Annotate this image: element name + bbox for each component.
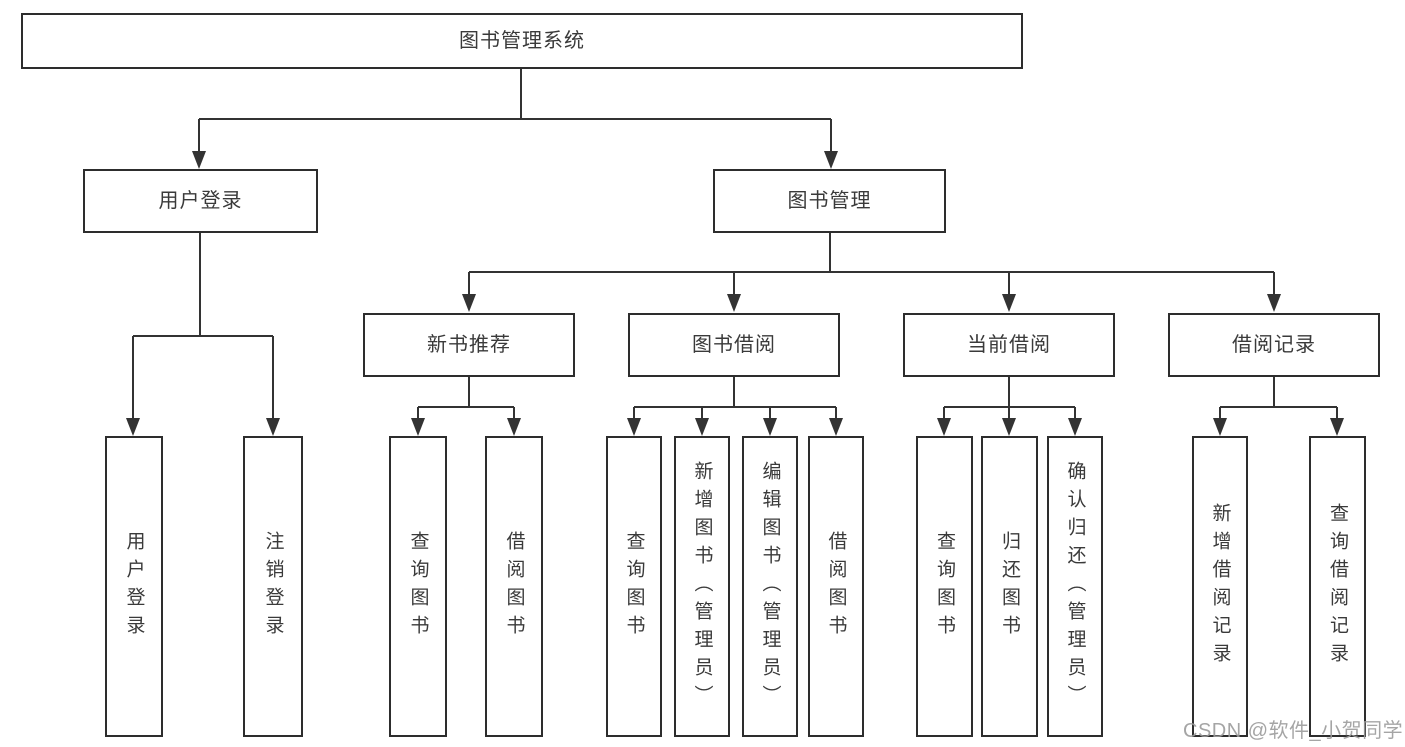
node-library-system: 图书管理系统 (21, 13, 1023, 69)
watermark: CSDN @软件_小贺同学 (1183, 720, 1404, 742)
node-new-book-recommend: 新书推荐 (363, 313, 575, 377)
node-label: 图书管理系统 (459, 30, 585, 52)
node-label: 新增图书（管理员） (691, 460, 713, 713)
arrowhead (763, 418, 777, 436)
node-user-login-leaf: 用户登录 (105, 436, 163, 737)
arrowhead (126, 418, 140, 436)
arrowhead (1330, 418, 1344, 436)
node-return-books: 归还图书 (981, 436, 1038, 737)
node-label: 新书推荐 (427, 334, 511, 356)
node-label: 借阅图书 (503, 530, 525, 643)
node-label: 编辑图书（管理员） (759, 460, 781, 713)
node-borrow-records: 借阅记录 (1168, 313, 1380, 377)
node-label: 借阅图书 (825, 530, 847, 643)
node-add-borrow-record: 新增借阅记录 (1192, 436, 1248, 737)
arrowhead (507, 418, 521, 436)
arrowhead (829, 418, 843, 436)
node-label: 查询图书 (934, 530, 955, 643)
arrowhead (1002, 294, 1016, 312)
node-label: 用户登录 (158, 190, 243, 212)
connector-stems (132, 69, 1338, 420)
arrowhead (824, 151, 838, 169)
node-query-borrow-record: 查询借阅记录 (1309, 436, 1366, 737)
node-query-books-current: 查询图书 (916, 436, 973, 737)
arrowhead (1068, 418, 1082, 436)
node-current-borrow: 当前借阅 (903, 313, 1115, 377)
node-label: 确认归还（管理员） (1064, 460, 1086, 713)
arrowhead (727, 294, 741, 312)
node-edit-book-admin: 编辑图书（管理员） (742, 436, 798, 737)
arrowhead (411, 418, 425, 436)
node-label: 借阅记录 (1232, 334, 1316, 356)
node-confirm-return-admin: 确认归还（管理员） (1047, 436, 1103, 737)
node-label: 图书借阅 (692, 334, 776, 356)
arrowhead (627, 418, 641, 436)
node-label: 用户登录 (123, 530, 145, 643)
node-user-login: 用户登录 (83, 169, 318, 233)
node-label: 查询图书 (407, 530, 429, 643)
node-label: 查询图书 (623, 530, 645, 643)
node-query-books-recommend: 查询图书 (389, 436, 447, 737)
arrowhead (462, 294, 476, 312)
arrowhead (192, 151, 206, 169)
node-borrow-books-recommend: 借阅图书 (485, 436, 543, 737)
node-borrow-books: 借阅图书 (808, 436, 864, 737)
arrowhead (695, 418, 709, 436)
arrowhead (937, 418, 951, 436)
arrowhead (1002, 418, 1016, 436)
arrowhead (266, 418, 280, 436)
node-add-book-admin: 新增图书（管理员） (674, 436, 730, 737)
arrowhead (1213, 418, 1227, 436)
arrowhead (1267, 294, 1281, 312)
node-label: 归还图书 (999, 530, 1020, 643)
node-book-borrow: 图书借阅 (628, 313, 840, 377)
node-label: 查询借阅记录 (1327, 502, 1348, 671)
node-query-books-borrow: 查询图书 (606, 436, 662, 737)
node-logout: 注销登录 (243, 436, 303, 737)
arrowheads (126, 151, 1344, 436)
node-label: 图书管理 (787, 190, 872, 212)
node-label: 当前借阅 (967, 334, 1051, 356)
node-label: 注销登录 (262, 530, 284, 643)
node-label: 新增借阅记录 (1209, 502, 1231, 671)
node-book-management: 图书管理 (713, 169, 946, 233)
